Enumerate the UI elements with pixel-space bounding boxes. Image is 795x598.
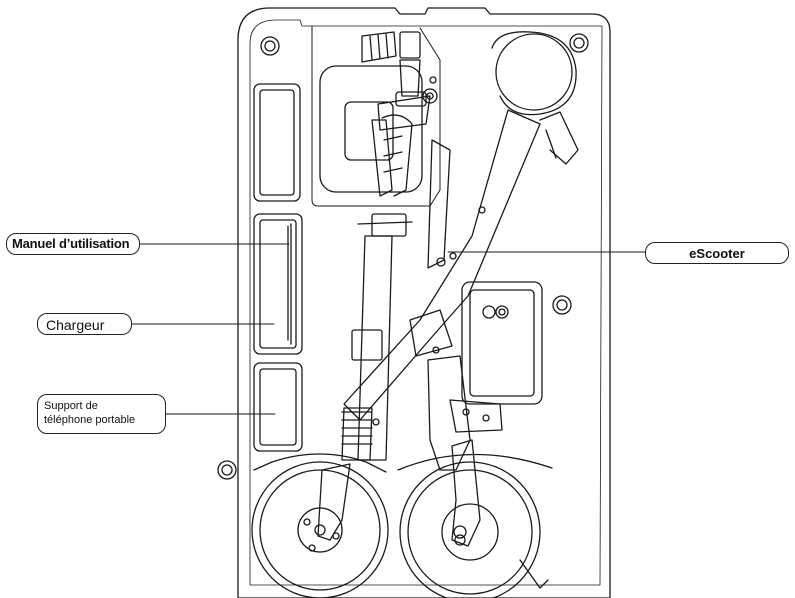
screw-hole-top-right <box>569 33 589 53</box>
rear-wheel <box>397 453 553 598</box>
tray-outline <box>237 7 611 598</box>
callout-charger: Chargeur <box>37 313 132 335</box>
scooter-frame <box>343 31 579 547</box>
front-wheel <box>251 453 389 598</box>
callout-escooter: eScooter <box>645 242 789 264</box>
callout-phone-holder-line1: Support de <box>44 400 98 412</box>
cavity-top <box>311 25 441 207</box>
cavity-small <box>344 101 394 161</box>
steering-column <box>317 31 438 541</box>
callout-charger-label: Chargeur <box>46 317 105 333</box>
compartment-top <box>253 83 301 202</box>
compartment-phone-holder <box>253 362 303 452</box>
cavity-inner <box>319 65 423 193</box>
compartment-manual <box>253 213 303 355</box>
callout-manual: Manuel d’utilisation <box>6 233 140 255</box>
callout-phone-holder: Support de téléphone portable <box>37 394 166 434</box>
callout-manual-label: Manuel d’utilisation <box>12 236 130 251</box>
battery-compartment <box>461 281 543 405</box>
tray-inner-outline <box>249 19 603 586</box>
screw-hole-top-left <box>260 36 280 56</box>
screw-hole-mid-right <box>552 295 572 315</box>
callout-escooter-label: eScooter <box>689 246 745 261</box>
screw-hole-bottom-left <box>217 460 237 480</box>
callout-phone-holder-line2: téléphone portable <box>44 414 136 426</box>
